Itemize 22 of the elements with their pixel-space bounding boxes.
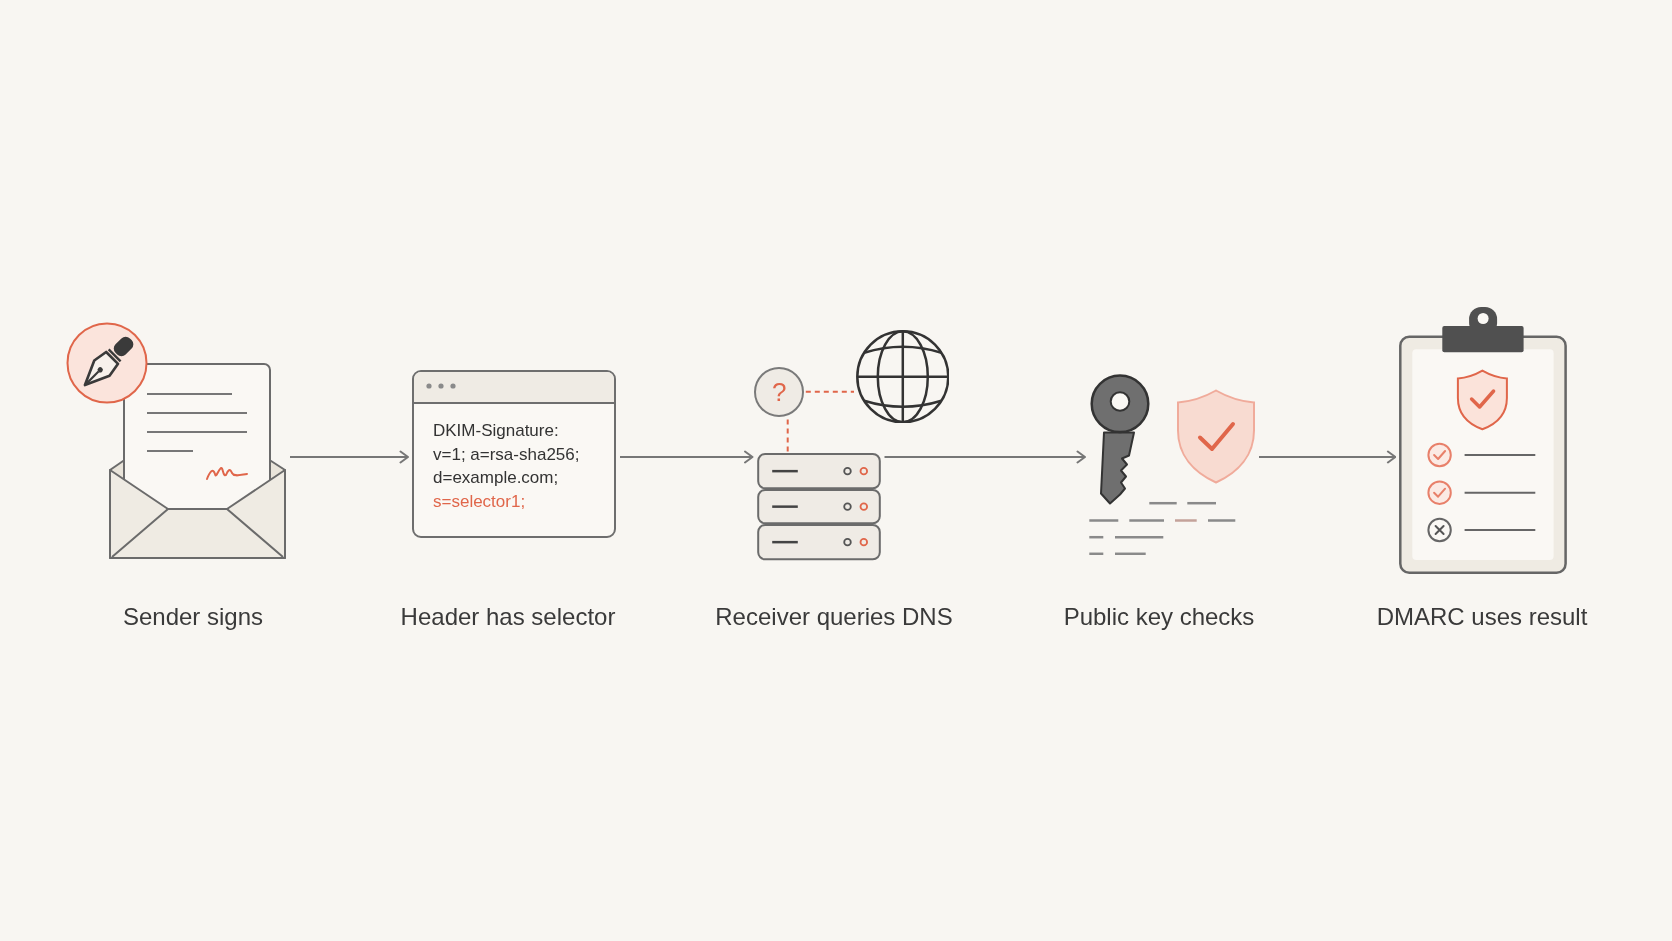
- server-stack: [756, 453, 881, 561]
- dashed-connector: [804, 390, 855, 393]
- question-mark: ?: [772, 378, 787, 405]
- step-caption: Receiver queries DNS: [715, 602, 953, 632]
- flow-arrow: [620, 450, 754, 464]
- flow-arrow: [290, 450, 409, 464]
- dashed-connector: [786, 417, 789, 453]
- envelope-with-letter: [109, 363, 286, 559]
- header-field-text: DKIM-Signature:: [433, 420, 559, 442]
- step-caption: Header has selector: [400, 602, 616, 632]
- flow-arrow: [884, 450, 1086, 464]
- step-caption: DMARC uses result: [1376, 602, 1588, 632]
- header-field-text: d=example.com;: [433, 467, 559, 489]
- globe-icon: [855, 329, 950, 424]
- step-caption: Sender signs: [122, 602, 264, 632]
- header-window: [412, 370, 616, 538]
- clipboard-checklist: [1399, 306, 1568, 574]
- header-field-text: s=selector1;: [433, 490, 526, 513]
- header-field-text: v=1; a=rsa-sha256;: [433, 443, 580, 466]
- step-caption: Public key checks: [1063, 602, 1255, 632]
- key-and-shield: [1089, 373, 1255, 555]
- flow-arrow: [1259, 450, 1397, 464]
